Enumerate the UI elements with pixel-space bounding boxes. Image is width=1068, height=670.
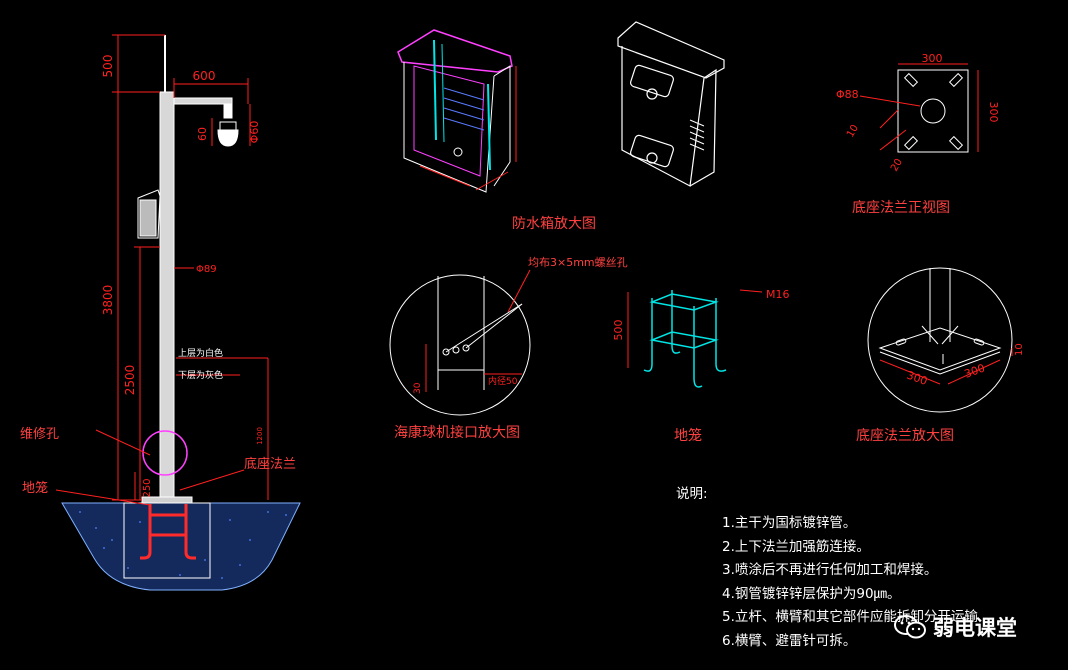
- dome-mount-title: 海康球机接口放大图: [394, 424, 520, 441]
- cross-arm: [173, 97, 233, 105]
- dim-phi89: Φ89: [196, 264, 217, 275]
- notes-block: 说明: 1.主干为国标镀锌管。 2.上下法兰加强筋连接。 3.喷涂后不再进行任何…: [676, 482, 978, 653]
- dim-3800: 3800: [101, 285, 115, 316]
- dim-phi60: Φ60: [248, 121, 261, 144]
- note-item: 5.立杆、横臂和其它部件应能拆卸分开运输: [722, 609, 978, 625]
- base-front-dim-300-right: 300: [987, 102, 1000, 123]
- wechat-icon: [894, 615, 926, 639]
- base-front-dim-phi88: Φ88: [836, 88, 859, 101]
- notes-title: 说明:: [676, 486, 708, 502]
- maintenance-hole-circle: [142, 430, 188, 476]
- soil-dots: [79, 511, 287, 579]
- dim-600: 600: [193, 69, 216, 83]
- note-item: 4.钢管镀锌锌层保护为90㎛。: [722, 585, 901, 602]
- cage-title: 地笼: [674, 427, 702, 444]
- note-item: 2.上下法兰加强筋连接。: [722, 538, 870, 555]
- label-upper-color: 上层为白色: [178, 347, 223, 359]
- enl-dim-10: 10: [1014, 343, 1025, 356]
- foundation-soil: [61, 502, 301, 591]
- note-item: 1.主干为国标镀锌管。: [722, 515, 857, 531]
- dim-1200: 1200: [256, 427, 264, 445]
- dome-dim-inner: 内径50: [488, 375, 518, 387]
- dim-250: 250: [142, 478, 153, 497]
- dim-60: 60: [196, 127, 209, 141]
- box-exterior-drawing: [617, 21, 725, 187]
- cage-m16: M16: [766, 288, 790, 301]
- base-flange-front: [859, 63, 979, 153]
- base-front-dim-20: 20: [889, 157, 905, 174]
- base-flange-enlarged: [867, 267, 1013, 413]
- cage-dim-500: 500: [612, 320, 625, 341]
- waterproof-box-drawing: [397, 29, 517, 193]
- enl-dim-300-a: 300: [905, 369, 929, 388]
- thread-hole-label: 均布3×5mm螺丝孔: [528, 256, 628, 269]
- watermark: 弱电课堂: [893, 612, 1017, 642]
- anchor-cage-detail: [627, 289, 763, 388]
- label-ground-cage: 地笼: [22, 480, 48, 496]
- base-front-title: 底座法兰正视图: [852, 200, 950, 216]
- pole-box: [137, 189, 161, 239]
- box-title: 防水箱放大图: [512, 216, 596, 232]
- label-base-flange: 底座法兰: [244, 456, 296, 472]
- note-item: 3.喷涂后不再进行任何加工和焊接。: [722, 562, 938, 578]
- dim-2500: 2500: [123, 365, 137, 396]
- watermark-text: 弱电课堂: [933, 616, 1017, 640]
- dome-mount-detail: [389, 269, 531, 416]
- pole-dimensions: [55, 34, 269, 506]
- dim-500: 500: [101, 55, 115, 78]
- dome-dim-30: 30: [413, 382, 423, 394]
- base-enlarged-title: 底座法兰放大图: [856, 428, 954, 444]
- main-pole: [159, 91, 175, 498]
- dome-camera: [217, 103, 239, 147]
- base-front-dim-300-top: 300: [922, 52, 943, 65]
- base-front-dim-10: 10: [845, 123, 861, 140]
- label-maintenance-hole: 维修孔: [20, 427, 59, 442]
- anchor-cage-elevation: [140, 504, 196, 560]
- label-lower-color: 下层为灰色: [178, 369, 223, 381]
- note-item: 6.横臂、避雷针可拆。: [722, 632, 857, 649]
